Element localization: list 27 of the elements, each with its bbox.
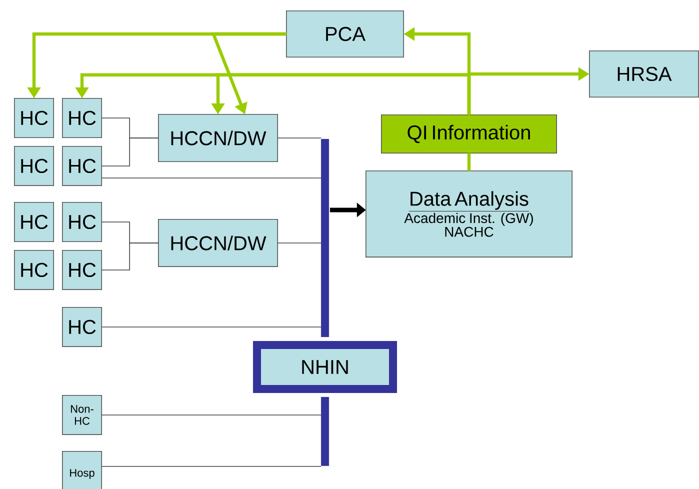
connector-line: [467, 153, 471, 171]
process-box: Data Analysis Academic Inst. (GW) NACHC: [366, 170, 572, 258]
connector-line: [101, 326, 322, 328]
process-box: NHIN: [253, 340, 397, 393]
process-box: HCCN/DW: [158, 218, 278, 267]
process-box: Hosp: [62, 450, 102, 489]
process-box: HC: [62, 98, 102, 138]
process-box: HC: [14, 250, 54, 290]
label-box: QI Information: [381, 114, 557, 154]
connector-line: [277, 242, 322, 244]
connector-line: [101, 242, 159, 270]
process-box: HC: [62, 250, 102, 290]
process-box: HC: [14, 98, 54, 138]
connector-line: [101, 466, 322, 467]
process-box: HC: [62, 202, 102, 242]
process-box: HCCN/DW: [158, 114, 278, 162]
connector-line: [101, 138, 159, 166]
process-box: PCA: [286, 10, 404, 58]
process-box: HRSA: [589, 50, 699, 98]
bus-bar: [321, 396, 329, 466]
process-box: HC: [14, 146, 54, 186]
process-box: HC: [62, 146, 102, 186]
process-box: Non-HC: [62, 394, 102, 435]
connector-line: [101, 414, 322, 416]
process-box: HC: [62, 306, 102, 347]
bus-bar: [321, 138, 329, 337]
process-box: HC: [14, 202, 54, 242]
